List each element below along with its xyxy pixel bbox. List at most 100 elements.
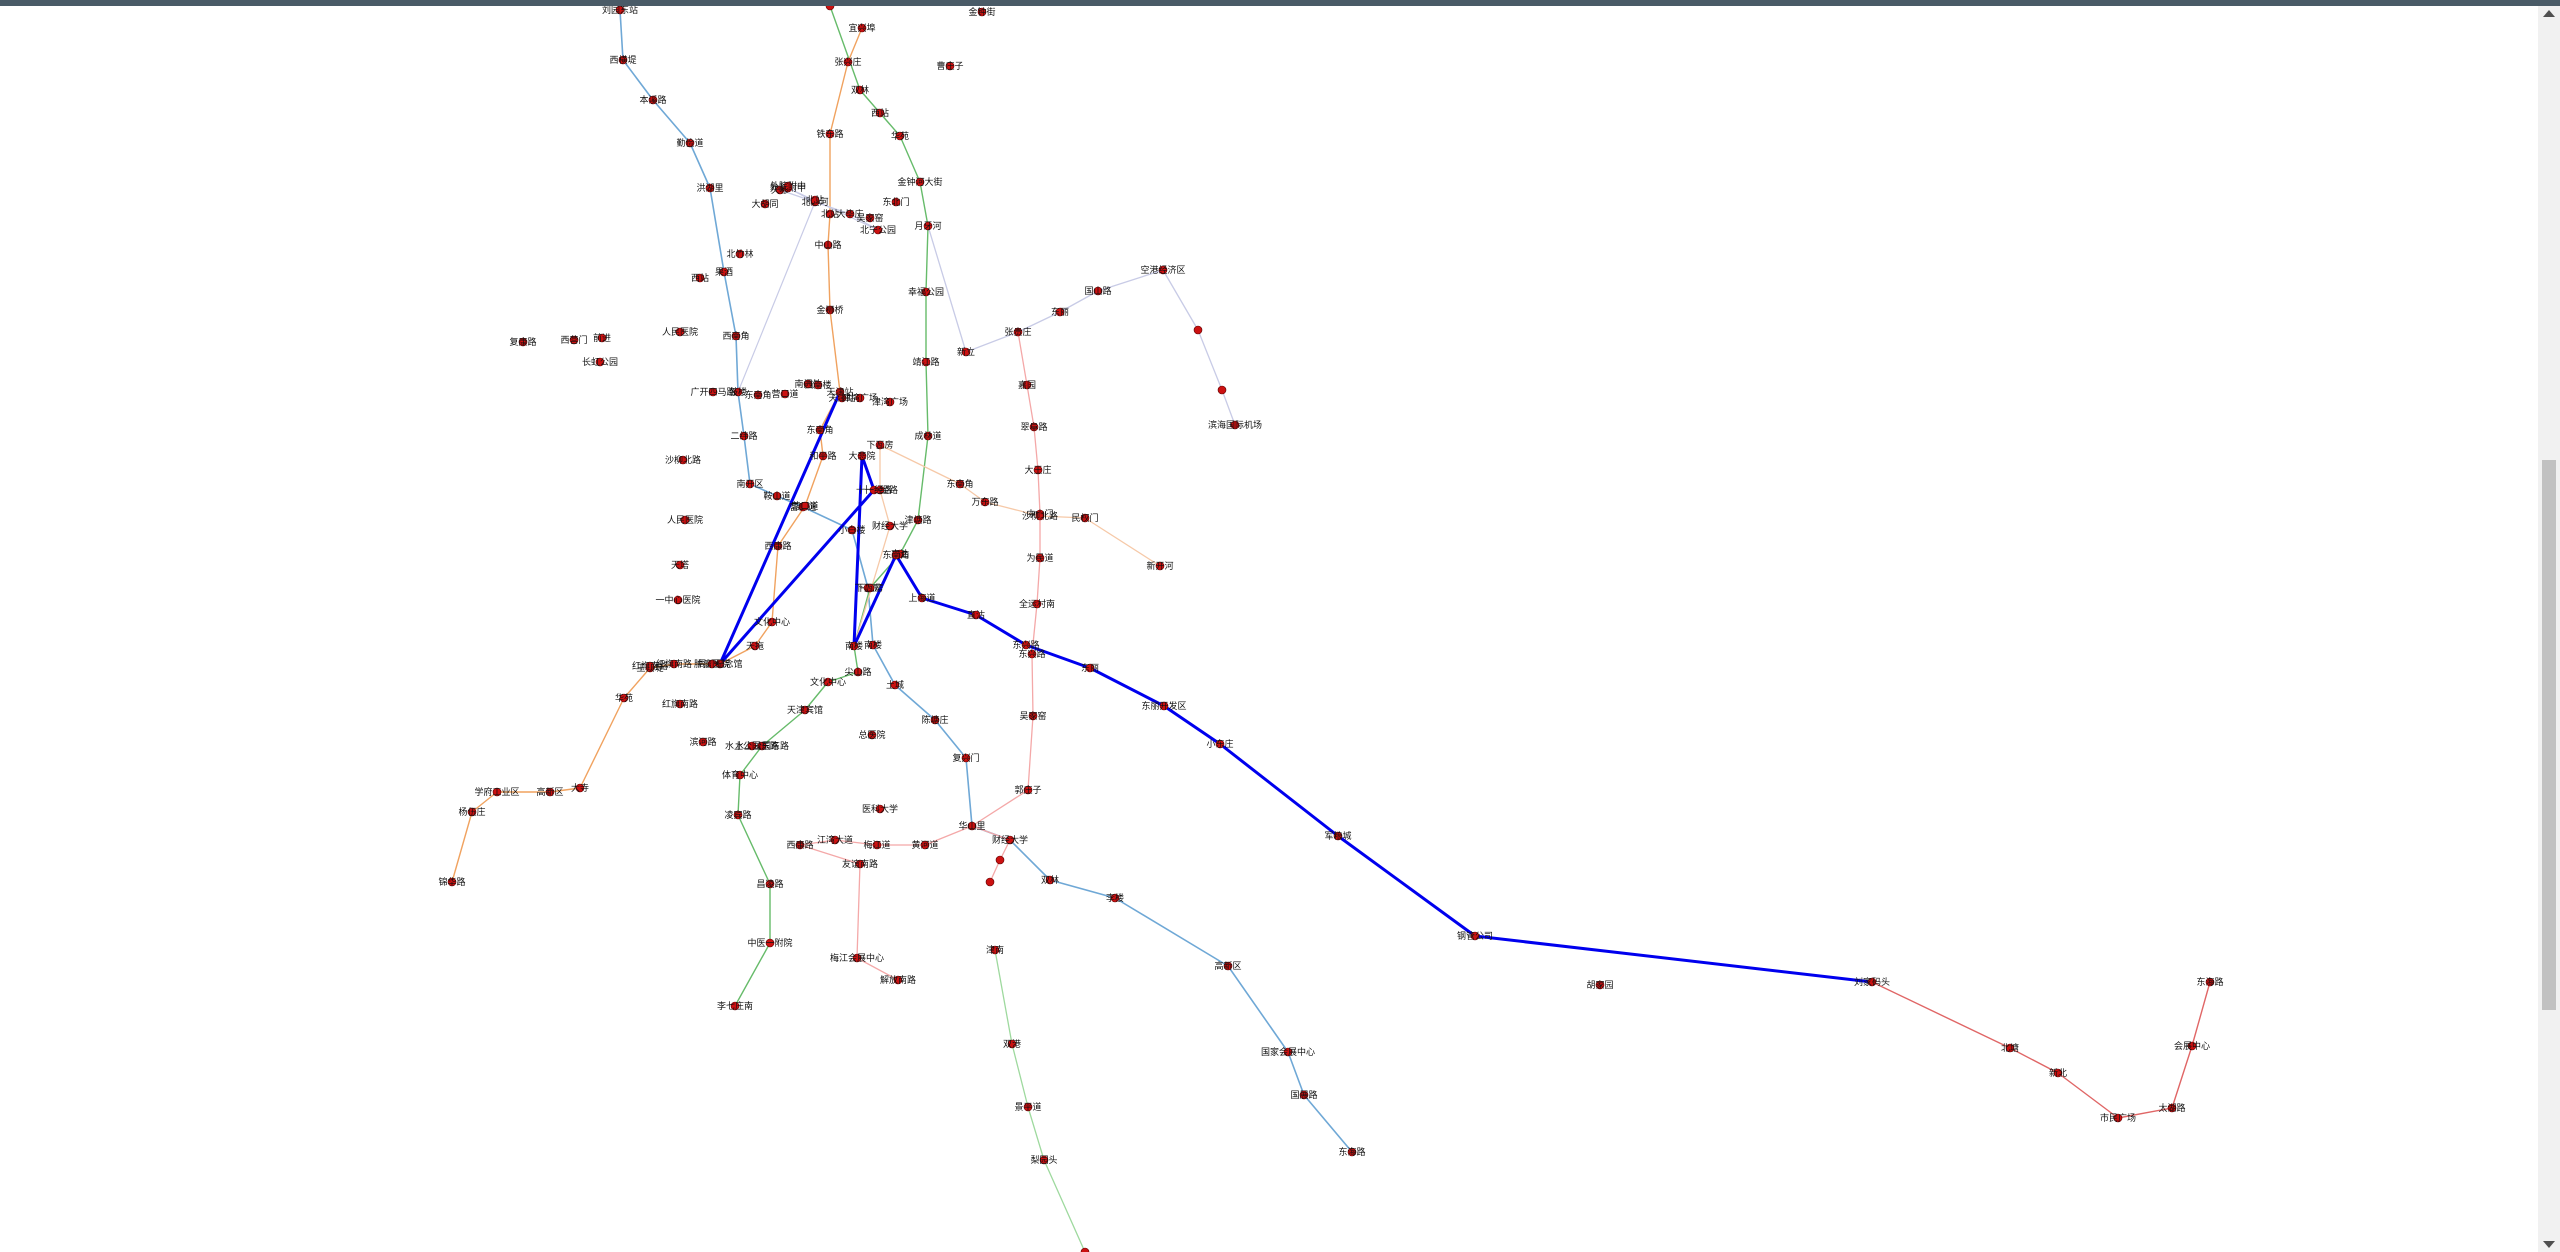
station-dot[interactable]	[849, 641, 859, 651]
station-dot[interactable]	[719, 267, 729, 277]
station-dot[interactable]	[757, 741, 767, 751]
station-s_xlnx[interactable]: 学府工业区	[474, 786, 519, 798]
station-s_xsx[interactable]: 大悲院	[848, 450, 875, 462]
station-dot[interactable]	[1230, 420, 1240, 430]
station-dot[interactable]	[783, 181, 793, 191]
station-dot[interactable]	[733, 387, 743, 397]
station-extra-27[interactable]: 红旗南路	[662, 698, 698, 710]
station-dot[interactable]	[961, 753, 971, 763]
station-s_ldkl[interactable]: 尖山路	[844, 666, 871, 678]
station-dot[interactable]	[823, 677, 833, 687]
station-s_zsl[interactable]: 直沽	[967, 609, 985, 621]
station-s_dpl[interactable]: 东南角	[882, 549, 909, 561]
station-dot[interactable]	[913, 515, 923, 525]
station-extra-6[interactable]: 东北门	[882, 196, 909, 208]
station-s_llj[interactable]	[985, 877, 995, 887]
station-dot[interactable]	[920, 840, 930, 850]
station-s_hhl[interactable]: 东丽	[1051, 306, 1069, 318]
station-dot[interactable]	[895, 131, 905, 141]
station-s_zc[interactable]: 大毕庄	[836, 208, 863, 220]
station-s_qtg[interactable]: 西横堤	[609, 54, 636, 66]
station-s_jl[interactable]: 双林	[1041, 874, 1059, 886]
station-extra-30[interactable]: 总医院	[858, 729, 885, 741]
station-extra-0[interactable]: 金钟街	[968, 6, 995, 18]
station-dot[interactable]	[945, 61, 955, 71]
station-dot[interactable]	[1035, 553, 1045, 563]
station-dot[interactable]	[745, 479, 755, 489]
station-dot[interactable]	[875, 804, 885, 814]
station-s_nkdx[interactable]: 民权门	[1071, 512, 1098, 524]
station-dot[interactable]	[747, 741, 757, 751]
station-s_xw[interactable]: 南楼	[864, 639, 882, 651]
scroll-up-arrow-icon[interactable]	[2543, 10, 2555, 17]
station-s_mjbl[interactable]: 解放南路	[880, 974, 916, 986]
station-s_pn[interactable]: 西康路	[764, 540, 791, 552]
station-dot[interactable]	[518, 337, 528, 347]
station-extra-26[interactable]: 肿瘤医院	[694, 658, 730, 670]
station-s_bk[interactable]: 北塘	[2001, 1042, 2019, 1054]
station-extra-22[interactable]: 人民医院	[667, 514, 703, 526]
station-dot[interactable]	[810, 195, 820, 205]
station-s_dsc[interactable]: 中医一附院	[747, 937, 792, 949]
station-dot[interactable]	[447, 877, 457, 887]
station-dot[interactable]	[1217, 385, 1227, 395]
station-extra-29[interactable]: 水上公园东路	[725, 740, 779, 752]
station-dot[interactable]	[2005, 1043, 2015, 1053]
station-extra-28[interactable]: 滨河路	[689, 736, 716, 748]
station-s_ldm[interactable]: 中山路	[814, 239, 841, 251]
station-s_jm[interactable]: 刘家码头	[1854, 976, 1890, 988]
station-s_dlc2[interactable]: 东海路	[1338, 1146, 1365, 1158]
station-dot[interactable]	[772, 491, 782, 501]
station-s_dm[interactable]: 上海道	[908, 592, 935, 604]
station-dot[interactable]	[830, 835, 840, 845]
station-s_yzxx[interactable]: 郭庄子	[1014, 784, 1041, 796]
station-dot[interactable]	[800, 705, 810, 715]
station-dot[interactable]	[1283, 1047, 1293, 1057]
station-s_xjyx[interactable]: 吴家窑	[1019, 710, 1046, 722]
station-s_dlu[interactable]: 东丽开发区	[1141, 700, 1186, 712]
station-extra-5[interactable]: 吴家窑	[856, 212, 883, 224]
station-dot[interactable]	[733, 810, 743, 820]
station-dot[interactable]	[1193, 325, 1203, 335]
station-dot[interactable]	[852, 953, 862, 963]
station-s_hpxl[interactable]: 江湾大道	[817, 834, 853, 846]
station-s_lshz[interactable]: 刘园东站	[602, 6, 638, 16]
station-s_tz[interactable]: 二纬路	[730, 430, 757, 442]
station-dot[interactable]	[1013, 327, 1023, 337]
station-s_sdl[interactable]: 下瓦房	[866, 439, 893, 451]
station-s_cllu[interactable]: 梅江道	[863, 839, 890, 851]
station-s_dz[interactable]: 高新区	[536, 786, 563, 798]
station-s_nu[interactable]: 下瓦房	[856, 582, 883, 594]
station-s_tb[interactable]: 双港	[1003, 1038, 1021, 1050]
station-s_wls[interactable]: 天拖	[746, 640, 764, 652]
station-dot[interactable]	[923, 431, 933, 441]
station-s_tnx[interactable]: 太湖路	[2158, 1102, 2185, 1114]
station-s_dlc[interactable]: 国展路	[1290, 1089, 1317, 1101]
station-dot[interactable]	[857, 451, 867, 461]
station-extra-10[interactable]: 西营门	[560, 334, 587, 346]
station-dot[interactable]	[1007, 1039, 1017, 1049]
station-s_yq[interactable]: 张兴庄	[834, 56, 861, 68]
station-s_tmxj[interactable]: 会展中心	[2174, 1040, 2210, 1052]
station-dot[interactable]	[800, 501, 810, 511]
station-dot[interactable]	[1085, 663, 1095, 673]
station-s_hsg[interactable]: 津塘路	[904, 514, 931, 526]
station-dot[interactable]	[885, 397, 895, 407]
station-s_wxzx[interactable]: 文化中心	[810, 676, 846, 688]
station-dot[interactable]	[1029, 422, 1039, 432]
station-dot[interactable]	[1033, 465, 1043, 475]
station-s_nnq[interactable]: 东兴路	[1018, 648, 1045, 660]
station-dot[interactable]	[847, 525, 857, 535]
station-extra-32[interactable]: 津湾广场	[872, 396, 908, 408]
station-s_xwd[interactable]: 红旗南路	[656, 658, 692, 670]
station-dot[interactable]	[750, 641, 760, 651]
station-dot[interactable]	[930, 715, 940, 725]
station-s_bottom_lg[interactable]	[1080, 1247, 1090, 1252]
station-extra-18[interactable]: 天津站	[828, 392, 855, 404]
station-dot[interactable]	[673, 595, 683, 605]
station-s_gtcq[interactable]: 国山路	[1084, 285, 1111, 297]
station-s_tam2[interactable]: 大王庄	[1024, 464, 1051, 476]
station-extra-21[interactable]: 沙柳北路	[665, 454, 701, 466]
station-dot[interactable]	[977, 7, 987, 17]
station-s_jgd[interactable]: 东南角	[806, 424, 833, 436]
